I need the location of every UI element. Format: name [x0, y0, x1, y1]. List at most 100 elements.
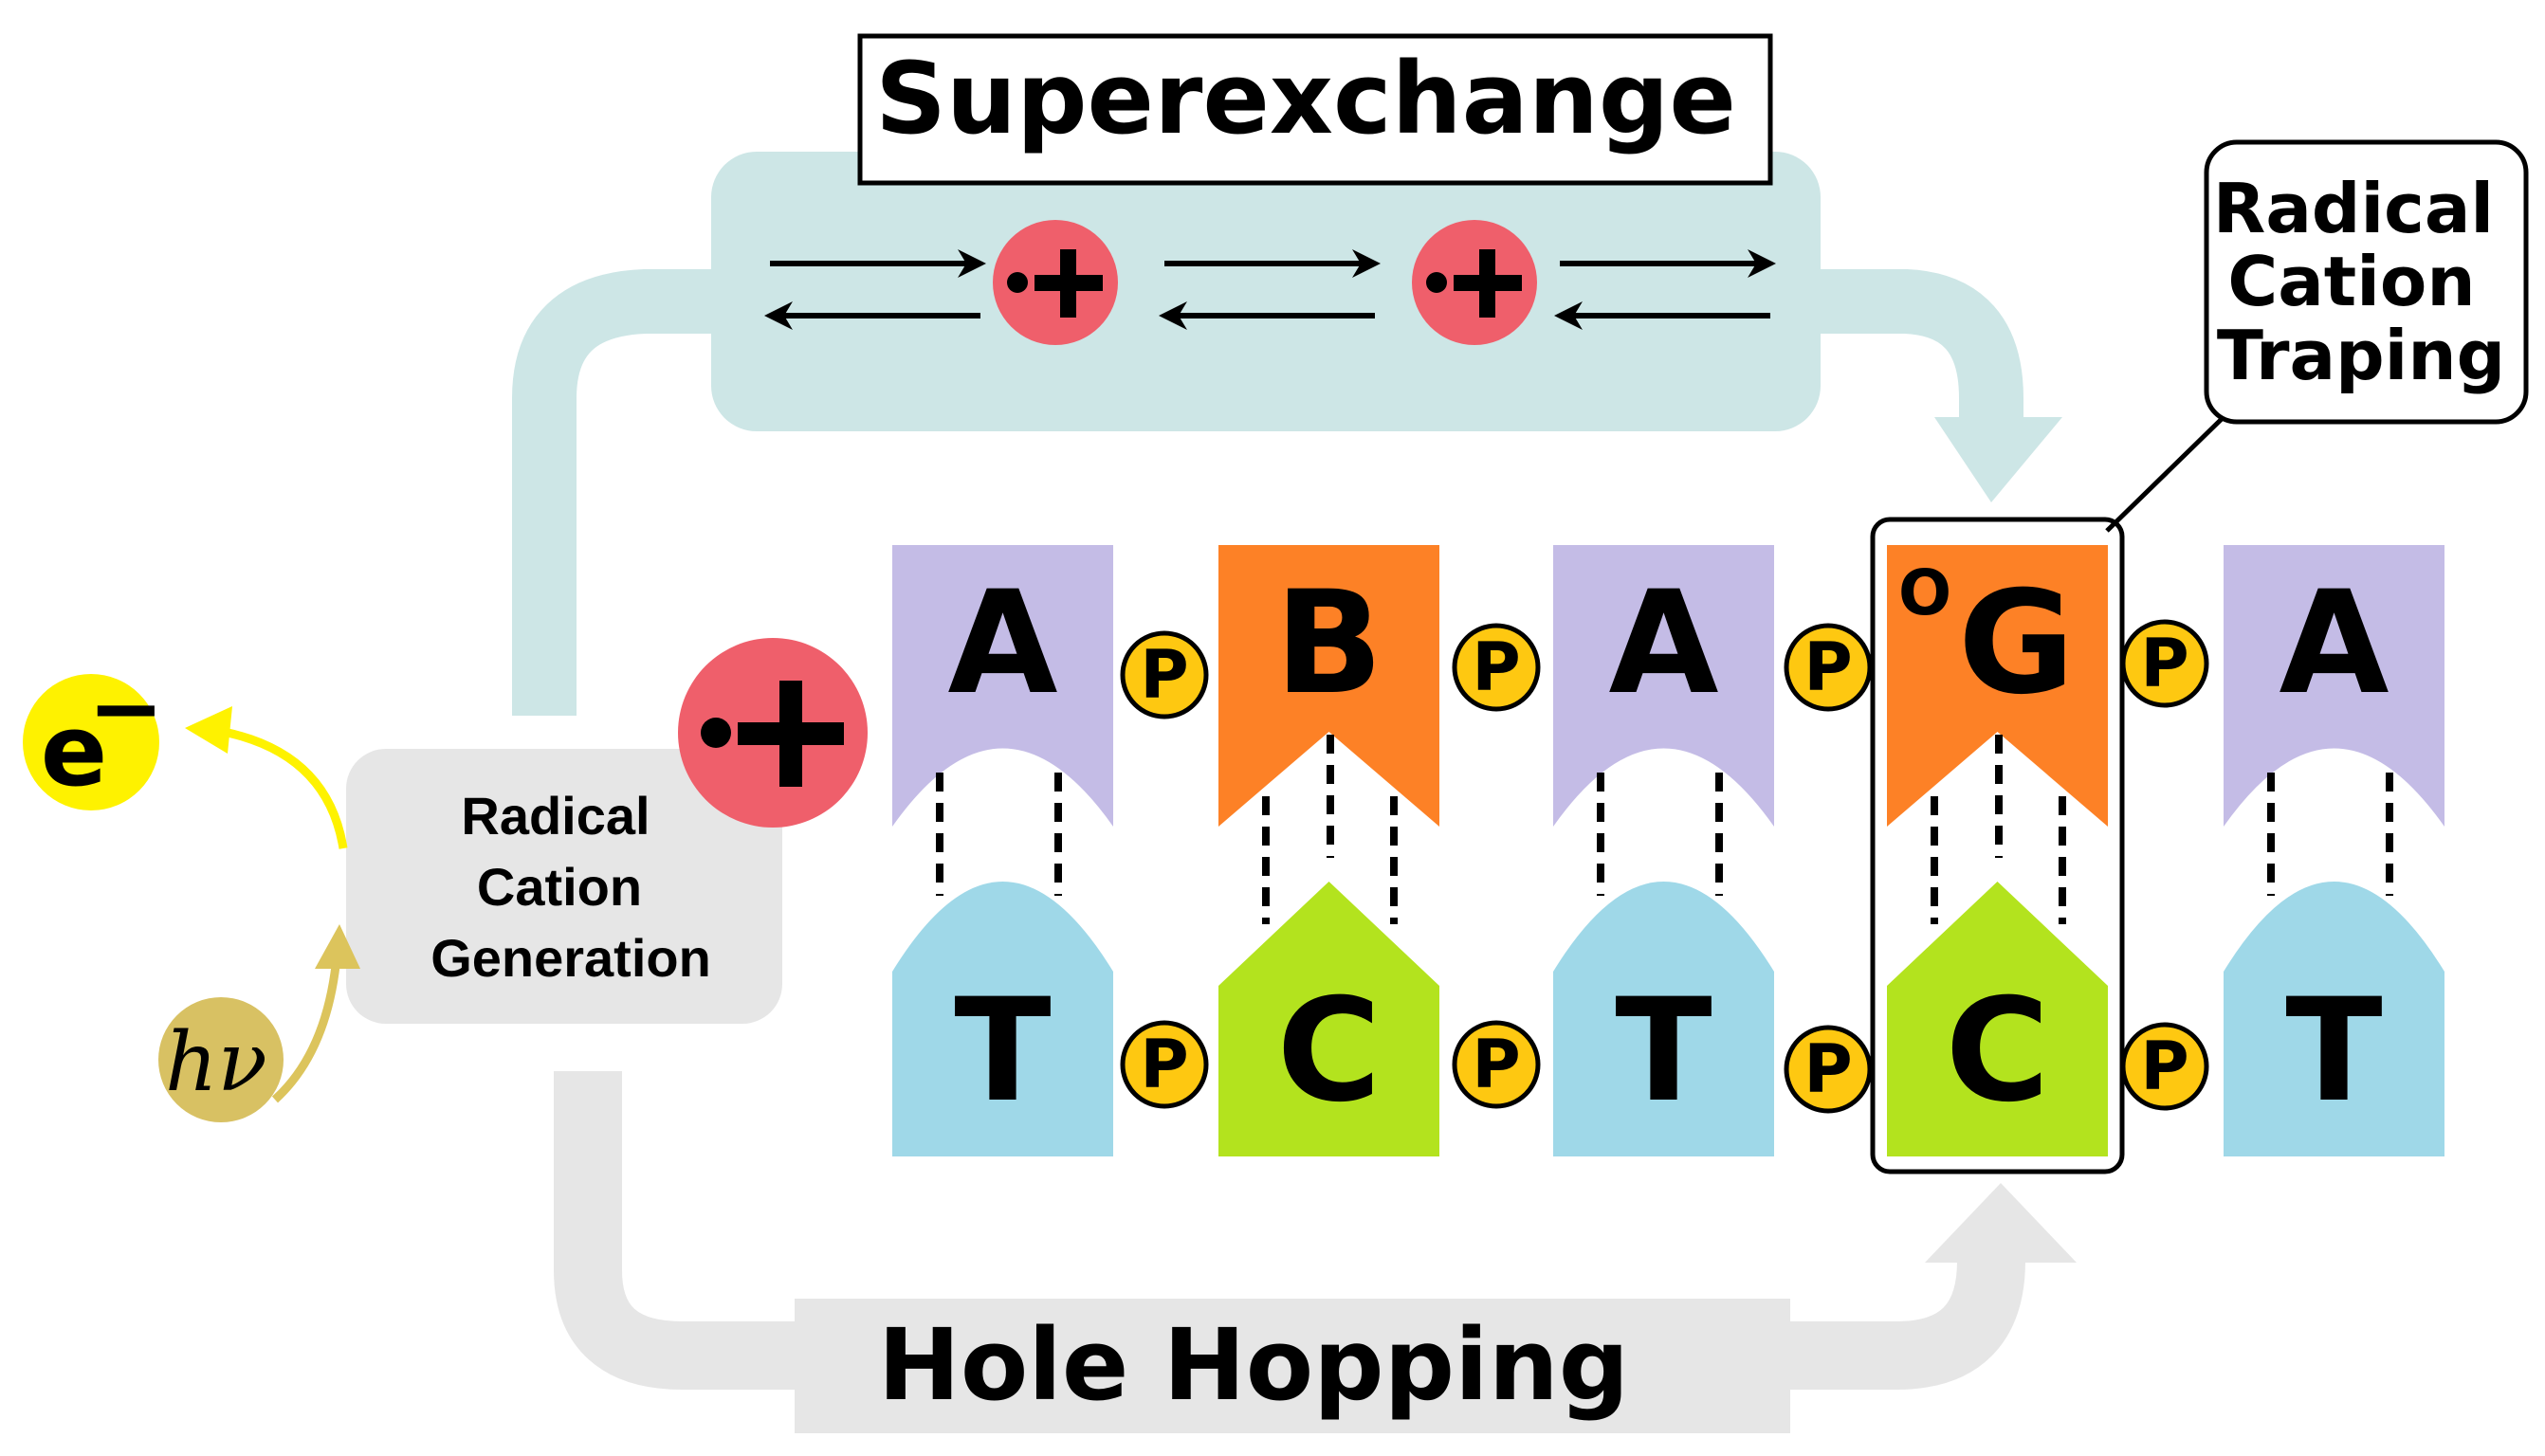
phosphate-circle	[1120, 630, 1209, 719]
exchange-arrows	[764, 220, 1776, 345]
phosphate-circle	[2120, 1022, 2209, 1111]
phosphate-top: P	[1452, 623, 1541, 712]
bottom-base-t: T	[892, 882, 1113, 1156]
electron-circle	[23, 674, 159, 810]
phosphate-label: P	[1140, 1026, 1188, 1103]
bottom-base-c: C	[1218, 882, 1439, 1156]
bottom-base-c: C	[1887, 882, 2108, 1156]
superexchange-arm-right	[1802, 269, 2023, 436]
plus-vertical	[779, 681, 802, 787]
hole-hopping-arrowhead	[1925, 1183, 2077, 1263]
trapping-label-line3: Traping	[2217, 316, 2505, 395]
phosphate-label: P	[1472, 628, 1520, 706]
base-letter: C	[1276, 969, 1381, 1134]
hydrogen-bonds	[1262, 735, 1398, 924]
arrow-shape	[1887, 882, 2108, 1156]
superexchange-title: Superexchange	[875, 41, 1736, 156]
chevron-shape	[1887, 545, 2108, 827]
hydrogen-bonds	[936, 773, 1062, 896]
base-letter: G	[1958, 561, 2075, 726]
phosphate-circle	[1452, 623, 1541, 712]
trapping-label-line2: Cation	[2227, 242, 2475, 321]
radical-dot	[1007, 272, 1028, 293]
phosphate-circle	[1784, 1025, 1873, 1114]
phosphate-top: P	[2120, 619, 2209, 708]
dna-duplex: A B A GO A T C T C T P P P P P P P P	[892, 517, 2444, 1174]
hole-hopping-panel	[795, 1299, 1790, 1433]
phosphate-label: P	[1803, 1030, 1852, 1108]
photon-arrowhead	[315, 924, 360, 969]
phosphate-label: P	[2140, 625, 2188, 702]
radical-cation	[993, 220, 1118, 345]
arrow-shape	[1218, 882, 1439, 1156]
generation-label-line3: Generation	[430, 928, 711, 988]
superexchange-title-box: Superexchange	[857, 33, 1773, 186]
phosphate-circle	[1120, 1020, 1209, 1109]
base-letter: A	[2279, 561, 2389, 726]
phosphate-label: P	[1803, 628, 1852, 706]
photon-label: hν	[165, 1015, 267, 1110]
electron-charge: −	[88, 655, 164, 761]
radical-cation	[1412, 220, 1537, 345]
generation-label-line1: Radical	[461, 786, 650, 846]
hole-hopping-title: Hole Hopping	[878, 1307, 1629, 1423]
phosphate-top: P	[1784, 623, 1873, 712]
phosphate-circle	[1784, 623, 1873, 712]
pyrimidine-shape	[892, 882, 1113, 1156]
base-letter: T	[2285, 969, 2382, 1134]
injected-radical-cation	[678, 638, 868, 828]
trapping-callout: Radical Cation Traping	[2105, 139, 2529, 533]
top-base-b: B	[1218, 545, 1439, 827]
base-letter: T	[1615, 969, 1712, 1134]
phosphate-label: P	[2140, 1028, 2188, 1105]
hydrogen-bonds	[1931, 735, 2066, 924]
phosphate-label: P	[1472, 1026, 1520, 1103]
hole-hopping-band	[554, 1071, 2077, 1433]
chevron-shape	[1218, 545, 1439, 827]
phosphate-circle	[2120, 619, 2209, 708]
phosphate-label: P	[1140, 636, 1188, 714]
electron-arrow	[212, 725, 348, 849]
electron-arrowhead	[185, 706, 232, 754]
radical-dot	[701, 718, 731, 748]
photoexcitation: hν e −	[23, 655, 360, 1122]
top-base-a: A	[892, 545, 1113, 827]
electron-label: e	[41, 693, 108, 809]
base-letter: C	[1945, 969, 2049, 1134]
phosphate-bottom: P	[2120, 1022, 2209, 1111]
generation-label-line2: Cation	[477, 857, 642, 917]
phosphate-top: P	[1120, 630, 1209, 719]
oxo-mark: O	[1898, 556, 1951, 629]
base-letter: B	[1274, 561, 1382, 726]
callout-pointer	[2105, 415, 2225, 533]
photon-arrow	[271, 956, 341, 1103]
plus-vertical	[1479, 249, 1495, 318]
hydrogen-bonds	[2267, 773, 2393, 896]
purine-shape	[2224, 545, 2444, 827]
base-letter: A	[1608, 561, 1718, 726]
top-base-g: GO	[1887, 545, 2108, 827]
superexchange-band	[512, 152, 2062, 716]
superexchange-arrowhead	[1934, 417, 2062, 502]
hydrogen-bonds	[1597, 773, 1723, 896]
pyrimidine-shape	[1553, 882, 1774, 1156]
bottom-base-t: T	[2224, 882, 2444, 1156]
photon-circle	[158, 997, 284, 1122]
top-base-a: A	[2224, 545, 2444, 827]
base-letter: T	[954, 969, 1051, 1134]
phosphate-bottom: P	[1452, 1020, 1541, 1109]
superexchange-panel	[711, 152, 1821, 431]
phosphate-bottom: P	[1784, 1025, 1873, 1114]
pyrimidine-shape	[2224, 882, 2444, 1156]
radical-dot	[1426, 272, 1447, 293]
phosphate-circle	[1452, 1020, 1541, 1109]
generation-box: Radical Cation Generation	[346, 749, 782, 1024]
trapping-label-line1: Radical	[2213, 169, 2494, 248]
superexchange-arm-left	[512, 269, 730, 716]
phosphate-bottom: P	[1120, 1020, 1209, 1109]
base-letter: A	[947, 561, 1057, 726]
purine-shape	[1553, 545, 1774, 827]
top-base-a: A	[1553, 545, 1774, 827]
